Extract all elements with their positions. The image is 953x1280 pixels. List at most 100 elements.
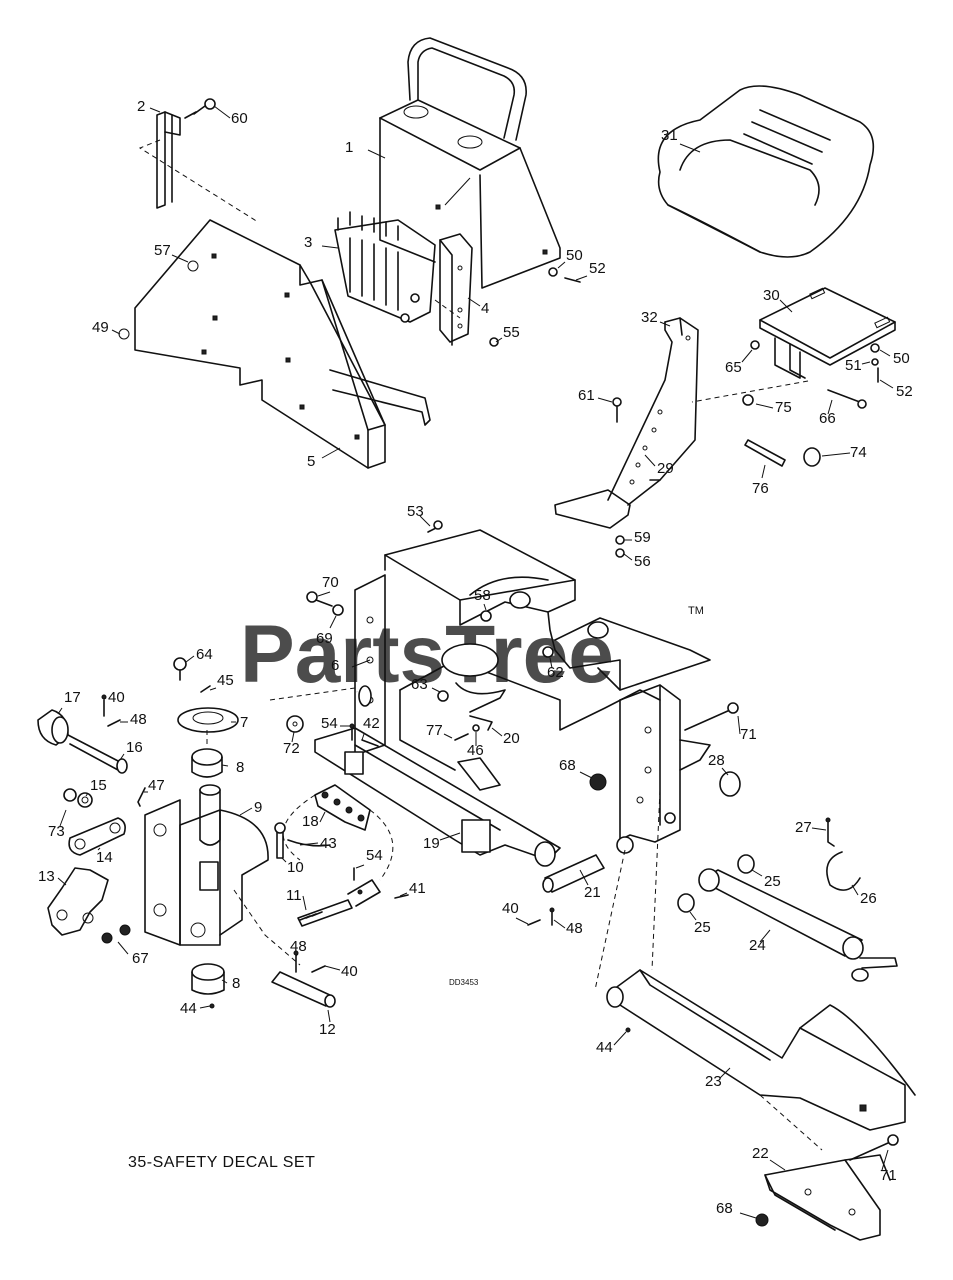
callout-leader-68 [739, 1212, 757, 1219]
callout-18: 18 [302, 813, 319, 830]
callout-28: 28 [708, 752, 725, 769]
callout-44: 44 [180, 1000, 197, 1017]
callout-74: 74 [850, 444, 867, 461]
control-valve-3-drawing [334, 211, 461, 323]
seat-support-29-drawing [554, 317, 699, 529]
callout-26: 26 [860, 890, 877, 907]
callout-54: 54 [321, 715, 338, 732]
callout-leader-52 [879, 379, 894, 389]
callout-49: 49 [92, 319, 109, 336]
callout-leader-68 [579, 771, 593, 779]
callout-24: 24 [749, 937, 766, 954]
callout-leader-52 [575, 275, 588, 281]
callout-leader-50 [879, 349, 891, 357]
callout-41: 41 [409, 880, 426, 897]
callout-58: 58 [474, 587, 491, 604]
cylinder-19-drawing [314, 727, 561, 867]
callout-leader-8 [221, 764, 229, 767]
callout-leader-76 [761, 464, 766, 479]
callout-leader-9 [239, 807, 253, 816]
callout-leader-40 [515, 917, 529, 925]
callout-leader-16 [119, 753, 125, 761]
callout-labels: 1234567889101112131415161718192021222324… [38, 98, 913, 1219]
callout-63: 63 [411, 676, 428, 693]
callout-leader-41 [399, 892, 408, 897]
callout-4: 4 [481, 300, 489, 317]
callout-leader-49 [111, 329, 121, 335]
callout-3: 3 [304, 234, 312, 251]
callout-leader-44 [199, 1005, 211, 1009]
callout-leader-2 [149, 107, 161, 113]
callout-64: 64 [196, 646, 213, 663]
callout-59: 59 [634, 529, 651, 546]
callout-5: 5 [307, 453, 315, 470]
callout-leader-57 [171, 254, 189, 263]
callout-leader-66 [827, 399, 833, 415]
callout-42: 42 [363, 715, 380, 732]
callout-17: 17 [64, 689, 81, 706]
callout-leader-56 [623, 553, 633, 561]
callout-leader-67 [117, 941, 129, 955]
callout-50: 50 [893, 350, 910, 367]
callout-25: 25 [764, 873, 781, 890]
lift-arm-23-drawing [606, 969, 916, 1131]
callout-leader-14 [97, 847, 101, 851]
callout-72: 72 [283, 740, 300, 757]
watermark-trademark: TM [688, 605, 704, 617]
callout-leader-62 [549, 657, 553, 669]
callout-25: 25 [694, 919, 711, 936]
callout-66: 66 [819, 410, 836, 427]
callout-68: 68 [716, 1200, 733, 1217]
callout-6: 6 [331, 657, 339, 674]
lift-cylinder-24-drawing [698, 868, 898, 982]
callout-19: 19 [423, 835, 440, 852]
callout-14: 14 [96, 849, 113, 866]
seat-plate-30-drawing [759, 287, 896, 379]
callout-leader-27 [811, 827, 827, 831]
callout-48: 48 [290, 938, 307, 955]
diagram-code: DD3453 [449, 978, 479, 987]
callout-75: 75 [775, 399, 792, 416]
callout-leader-54 [355, 864, 365, 869]
spindle-9-drawing [144, 784, 269, 946]
callout-7: 7 [240, 714, 248, 731]
callout-leader-70 [317, 591, 331, 597]
callout-76: 76 [752, 480, 769, 497]
callout-leader-73 [59, 809, 67, 827]
callout-73: 73 [48, 823, 65, 840]
callout-48: 48 [566, 920, 583, 937]
callout-leader-77 [443, 733, 453, 739]
callout-leader-1 [367, 149, 386, 159]
callout-leader-43 [299, 842, 319, 846]
callout-leader-61 [597, 397, 613, 403]
callout-13: 13 [38, 868, 55, 885]
callout-48: 48 [130, 711, 147, 728]
bracket-22-drawing [764, 1154, 891, 1241]
callout-leader-31 [679, 143, 701, 153]
callout-leader-19 [439, 832, 461, 841]
callout-leader-32 [659, 321, 671, 327]
callout-71: 71 [880, 1167, 897, 1184]
callout-leader-42 [361, 733, 365, 741]
callout-51: 51 [845, 357, 862, 374]
callout-leader-51 [861, 361, 871, 365]
safety-decal-note: 35-SAFETY DECAL SET [128, 1154, 315, 1171]
callout-leader-48 [553, 919, 566, 929]
callout-53: 53 [407, 503, 424, 520]
callout-leader-63 [431, 687, 441, 693]
callout-57: 57 [154, 242, 171, 259]
callout-leader-72 [291, 731, 295, 743]
callout-15: 15 [90, 777, 107, 794]
callout-leader-15 [85, 792, 89, 797]
callout-leader-58 [483, 603, 487, 611]
callout-leader-25 [751, 869, 763, 877]
callout-leader-18 [319, 811, 326, 823]
callout-61: 61 [578, 387, 595, 404]
callout-leader-75 [755, 403, 774, 409]
callout-leader-25 [689, 911, 697, 921]
callout-12: 12 [319, 1021, 336, 1038]
callout-52: 52 [896, 383, 913, 400]
callout-leader-48 [295, 953, 299, 957]
callout-leader-10 [281, 857, 287, 863]
